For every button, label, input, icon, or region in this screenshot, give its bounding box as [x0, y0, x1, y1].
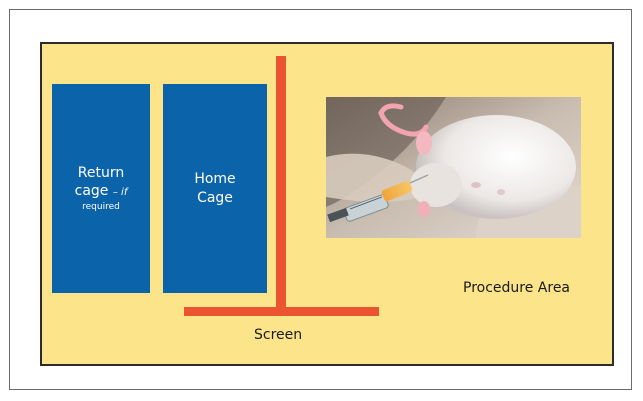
screen-label: Screen [254, 327, 302, 343]
return-cage-line3: required [82, 201, 120, 213]
home-cage: Home Cage [163, 84, 267, 293]
return-cage-line1: Return [78, 164, 124, 183]
mouse-injection-photo [326, 97, 581, 238]
home-cage-line2: Cage [197, 189, 233, 208]
return-cage-word: cage [75, 183, 109, 199]
procedure-area-label: Procedure Area [463, 280, 570, 296]
home-cage-line1: Home [194, 170, 235, 189]
return-cage-note: – if [113, 187, 127, 198]
return-cage: Return cage – if required [52, 84, 150, 293]
return-cage-line2: cage – if [75, 182, 128, 201]
screen-vertical-bar [276, 56, 286, 308]
screen-base-bar [184, 307, 379, 316]
